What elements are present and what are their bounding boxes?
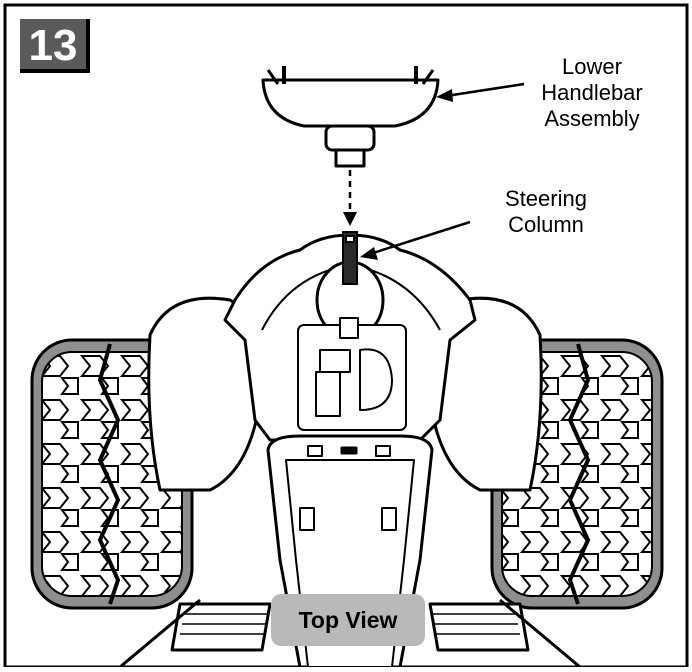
step-number-badge: 13: [20, 19, 90, 73]
steering-column-leader: [360, 220, 471, 260]
handlebar-leader: [436, 82, 525, 102]
alignment-arrow: [343, 170, 357, 226]
lower-handlebar-label: Lower Handlebar Assembly: [541, 54, 643, 131]
view-label: Top View: [271, 594, 425, 646]
steering-column-label: Steering Column: [505, 186, 587, 237]
lower-handlebar-assembly: [261, 66, 440, 168]
steering-column: [342, 231, 358, 285]
